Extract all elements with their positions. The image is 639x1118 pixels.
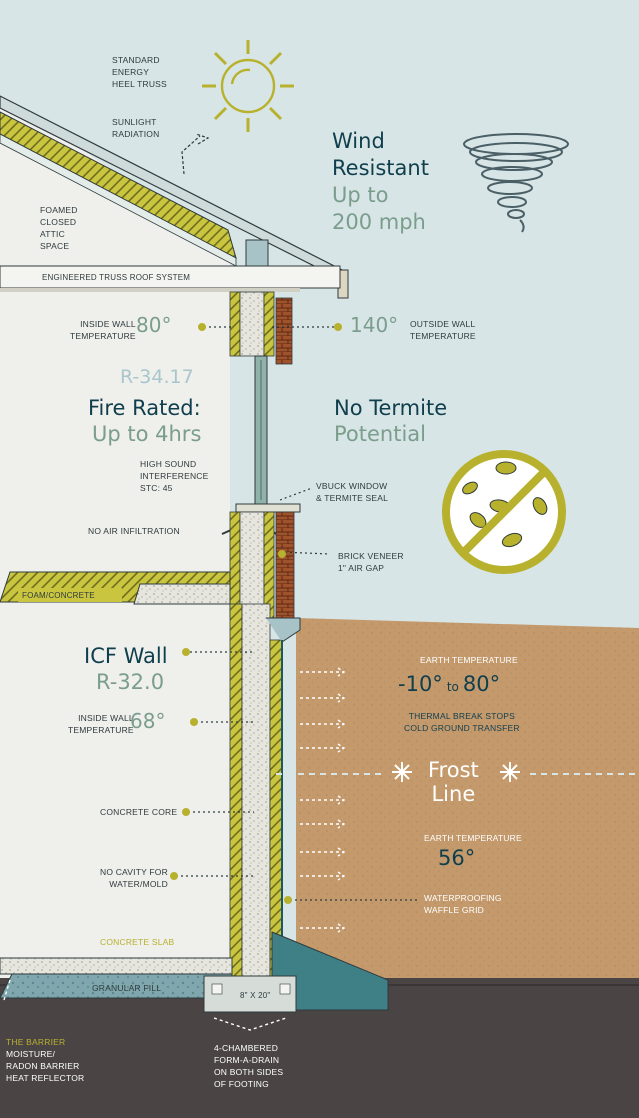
waterproofing-label: WATERPROOFING WAFFLE GRID [424, 893, 502, 915]
barrier-body: MOISTURE/ RADON BARRIER HEAT REFLECTOR [6, 1049, 85, 1083]
icf-wall [229, 603, 301, 983]
granular-fill-label: GRANULAR FILL [92, 983, 162, 993]
icf-title: ICF Wall [84, 644, 168, 668]
termite-title: No Termite [334, 396, 448, 420]
inside-temp-upper-value: 80° [136, 313, 172, 337]
frost-line-label: Frost Line [428, 758, 479, 807]
sunlight-arrow [181, 133, 210, 175]
r-value-upper: R-34.17 [120, 366, 194, 388]
roof-truss [0, 95, 349, 299]
tornado-icon [463, 133, 569, 233]
wind-value: Up to 200 mph [332, 183, 426, 234]
thermal-break-label: THERMAL BREAK STOPS COLD GROUND TRANSFER [404, 711, 520, 733]
earth-temp-upper-label: EARTH TEMPERATURE [420, 655, 518, 665]
no-termite-icon [442, 450, 566, 574]
footing [203, 931, 389, 1013]
earth-temp-lower-value: 56° [438, 846, 476, 870]
icf-value: R-32.0 [96, 670, 165, 694]
inside-temp-lower-value: 68° [130, 709, 166, 733]
sun-icon [202, 40, 294, 132]
middle-wall [229, 511, 295, 619]
earth-temp-lower-label: EARTH TEMPERATURE [424, 833, 522, 843]
termite-value: Potential [334, 422, 426, 446]
no-cavity-label: NO CAVITY FOR WATER/MOLD [100, 867, 168, 889]
floor-slab [0, 571, 231, 605]
leader-dots [170, 323, 342, 904]
sound-label: HIGH SOUND INTERFERENCE STC: 45 [140, 459, 209, 493]
roof-system-bar [0, 265, 341, 292]
wind-title: Wind Resistant [332, 129, 429, 180]
roof-system-label: ENGINEERED TRUSS ROOF SYSTEM [42, 273, 191, 282]
soil-region [296, 618, 639, 980]
foam-concrete-label: FOAM/CONCRETE [22, 591, 95, 600]
concrete-core-label: CONCRETE CORE [100, 807, 178, 817]
ground-base [0, 978, 639, 1118]
heat-flow-arrows [300, 667, 346, 933]
outside-wall-temp-label: OUTSIDE WALL TEMPERATURE [410, 319, 476, 341]
vbuck-label: VBUCK WINDOW & TERMITE SEAL [316, 481, 389, 503]
upper-wall [229, 291, 293, 505]
inside-wall-temp-upper-label: INSIDE WALL TEMPERATURE [70, 319, 136, 341]
footing-size-label: 8" X 20" [240, 991, 271, 1000]
outside-temp-value: 140° [350, 313, 399, 337]
brick-label: BRICK VENEER 1" AIR GAP [338, 551, 404, 573]
earth-range-to: to [446, 680, 459, 694]
fire-rated-title: Fire Rated: [88, 396, 201, 420]
sunlight-label: SUNLIGHT RADIATION [112, 117, 160, 139]
barrier-title: THE BARRIER [6, 1037, 66, 1047]
concrete-slab [0, 957, 233, 999]
fire-rated-value: Up to 4hrs [92, 422, 202, 446]
drain-bracket [3, 979, 287, 1031]
no-air-label: NO AIR INFILTRATION [88, 526, 180, 536]
earth-range-start: -10° [398, 672, 443, 696]
concrete-slab-label: CONCRETE SLAB [100, 937, 175, 947]
earth-range-end: 80° [462, 672, 501, 696]
attic-label: FOAMED CLOSED ATTIC SPACE [40, 205, 78, 251]
snowflake-icon [392, 762, 520, 782]
leader-lines [176, 326, 420, 901]
inside-wall-temp-lower-label: INSIDE WALL TEMPERATURE [68, 713, 134, 735]
heel-truss-label: STANDARD ENERGY HEEL TRUSS [112, 55, 167, 89]
drain-label: 4-CHAMBERED FORM-A-DRAIN ON BOTH SIDES O… [214, 1043, 284, 1089]
